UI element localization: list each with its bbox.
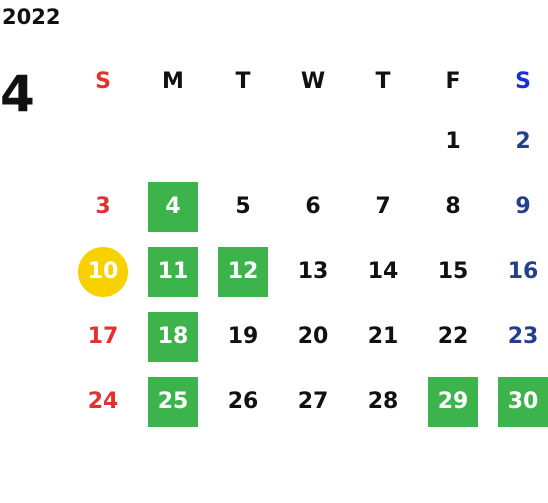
- weekday-header-sunday: S: [95, 69, 111, 94]
- day-number: 5: [235, 194, 251, 219]
- year-label: 2022: [2, 5, 61, 29]
- day-number: 17: [87, 324, 119, 349]
- day-cell: [68, 109, 138, 174]
- day-number: 26: [227, 389, 259, 414]
- day-cell: 1: [418, 109, 488, 174]
- day-number-highlighted: 4: [148, 181, 198, 232]
- day-cell: 22: [418, 304, 488, 369]
- day-number: 23: [507, 324, 539, 349]
- day-cell: 19: [208, 304, 278, 369]
- day-cell: 29: [418, 369, 488, 434]
- day-number: 15: [437, 259, 469, 284]
- day-number: 2: [515, 129, 531, 154]
- day-cell: 6: [278, 174, 348, 239]
- day-number: 13: [297, 259, 329, 284]
- day-number: [218, 117, 268, 167]
- day-number: 14: [367, 259, 399, 284]
- day-cell: 17: [68, 304, 138, 369]
- day-number: 16: [507, 259, 539, 284]
- day-number: 8: [445, 194, 461, 219]
- day-cell: 16: [488, 239, 548, 304]
- day-number: 28: [367, 389, 399, 414]
- day-cell: 30: [488, 369, 548, 434]
- day-cell: 7: [348, 174, 418, 239]
- day-cell: 5: [208, 174, 278, 239]
- weekday-header-friday: F: [445, 69, 461, 94]
- day-number: [148, 117, 198, 167]
- week-row: 1 2: [68, 109, 548, 174]
- day-cell: 8: [418, 174, 488, 239]
- day-cell: [138, 109, 208, 174]
- day-number-highlighted: 18: [148, 311, 198, 362]
- day-cell: 11: [138, 239, 208, 304]
- day-cell: 3: [68, 174, 138, 239]
- day-cell: 12: [208, 239, 278, 304]
- day-number-highlighted: 11: [148, 246, 198, 297]
- day-cell: [348, 109, 418, 174]
- day-cell: 2: [488, 109, 548, 174]
- day-cell: 24: [68, 369, 138, 434]
- day-number: 3: [95, 194, 111, 219]
- weekday-header-row: S M T W T F S: [68, 54, 548, 109]
- day-number: 22: [437, 324, 469, 349]
- day-cell: 9: [488, 174, 548, 239]
- week-row: 24 25 26 27 28 29 30: [68, 369, 548, 434]
- day-cell: 20: [278, 304, 348, 369]
- day-number: 27: [297, 389, 329, 414]
- day-number: [358, 117, 408, 167]
- day-number: 6: [305, 194, 321, 219]
- weekday-header-monday: M: [162, 69, 184, 94]
- weekday-header-tuesday: T: [235, 69, 251, 94]
- month-label: 4: [0, 65, 35, 123]
- week-row: 3 4 5 6 7 8 9: [68, 174, 548, 239]
- day-cell: 15: [418, 239, 488, 304]
- day-cell: [208, 109, 278, 174]
- calendar-grid: S M T W T F S 1 2 3 4 5 6 7 8 9 10 11 12…: [68, 54, 548, 434]
- day-number: [78, 117, 128, 167]
- day-number: [288, 117, 338, 167]
- week-row: 17 18 19 20 21 22 23: [68, 304, 548, 369]
- day-number-highlighted: 12: [218, 246, 268, 297]
- day-number: 21: [367, 324, 399, 349]
- day-cell: 26: [208, 369, 278, 434]
- weekday-header-thursday: T: [375, 69, 391, 94]
- day-number: 20: [297, 324, 329, 349]
- day-cell: 4: [138, 174, 208, 239]
- weekday-header-wednesday: W: [300, 69, 326, 94]
- day-cell: 23: [488, 304, 548, 369]
- day-number: 7: [375, 194, 391, 219]
- day-number: 19: [227, 324, 259, 349]
- day-number-highlighted: 30: [498, 376, 548, 427]
- day-cell: [278, 109, 348, 174]
- day-number: 9: [515, 194, 531, 219]
- day-cell: 21: [348, 304, 418, 369]
- day-cell: 28: [348, 369, 418, 434]
- day-cell: 18: [138, 304, 208, 369]
- day-number: 1: [445, 129, 461, 154]
- day-cell: 14: [348, 239, 418, 304]
- day-cell: 25: [138, 369, 208, 434]
- day-number-today: 10: [78, 246, 128, 297]
- day-cell: 13: [278, 239, 348, 304]
- weekday-header-saturday: S: [515, 69, 531, 94]
- day-cell: 27: [278, 369, 348, 434]
- day-number-highlighted: 25: [148, 376, 198, 427]
- day-number-highlighted: 29: [428, 376, 478, 427]
- day-cell: 10: [68, 239, 138, 304]
- week-row: 10 11 12 13 14 15 16: [68, 239, 548, 304]
- day-number: 24: [87, 389, 119, 414]
